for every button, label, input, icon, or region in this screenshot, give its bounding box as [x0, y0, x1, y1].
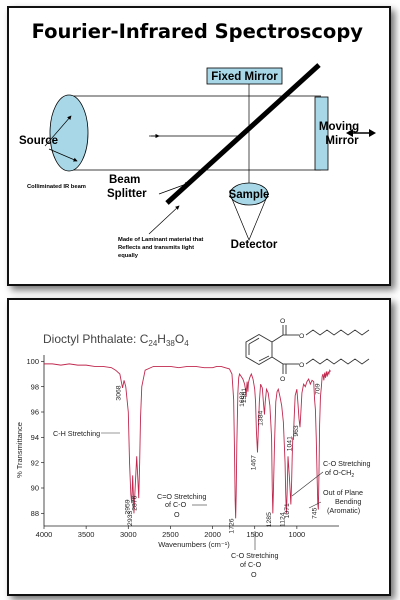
laminant-label-line3: equally — [118, 253, 139, 259]
ir-spectrum-panel: Dioctyl Phthalate: C24H38O4 O O O O 88 90… — [7, 298, 391, 596]
diagram-title: Fourier-Infrared Spectroscopy — [32, 20, 364, 43]
svg-text:O: O — [280, 376, 285, 383]
annotation-oop-line3: (Aromatic) — [327, 506, 360, 515]
detector-label: Detector — [231, 239, 278, 251]
annotation-och2-pointer — [291, 471, 324, 497]
annotation-ch-stretching: C-H Stretching — [53, 429, 100, 438]
annotation-co-line3: O — [174, 510, 180, 519]
svg-text:O: O — [299, 362, 304, 369]
x-tick-label: 3000 — [120, 530, 137, 539]
detector-cone — [229, 193, 269, 241]
y-tick-label: 92 — [31, 458, 39, 467]
double-arrow-icon — [346, 129, 376, 137]
y-tick-label: 98 — [31, 382, 39, 391]
peak-label: 2876 — [132, 495, 139, 510]
annotation-oop-pointer — [308, 501, 322, 509]
peak-label: 963 — [293, 425, 300, 437]
structure-atom-labels: O O O O — [280, 318, 304, 383]
dioctyl-phthalate-structure-icon — [245, 325, 370, 374]
moving-mirror-label-line1: Moving — [319, 121, 359, 133]
peak-label: 1581 — [241, 388, 248, 403]
annotation-oop-line2: Bending — [335, 497, 361, 506]
beam-splitter-label-line2: Splitter — [107, 188, 147, 200]
peak-label: 1384 — [258, 411, 265, 426]
peak-label: 745 — [311, 507, 318, 519]
annotation-och2-line2: of O-CH2 — [325, 468, 354, 479]
beam-splitter — [165, 63, 321, 205]
annotation-och2-line1: C-O Stretching — [323, 459, 371, 468]
x-tick-label: 1000 — [289, 530, 306, 539]
annotation-co-line2: of C-O — [165, 500, 187, 509]
peak-label: 1071 — [284, 503, 291, 518]
x-tick-label: 4000 — [36, 530, 53, 539]
fixed-mirror — [206, 67, 283, 85]
svg-text:O: O — [299, 333, 304, 340]
svg-text:O: O — [280, 318, 285, 325]
peak-label: 1602 — [239, 392, 246, 407]
ftir-diagram-panel: Fourier-Infrared Spectroscopy Fixed Mirr… — [7, 6, 391, 286]
annotation-co2-line2: of C-O — [240, 560, 262, 569]
peak-label: 2933 — [127, 511, 134, 526]
peak-label: 2959 — [125, 499, 132, 514]
peak-label: 3068 — [116, 385, 123, 400]
x-tick-label: 2000 — [204, 530, 221, 539]
sample-label: Sample — [229, 189, 270, 201]
beam-splitter-pointer — [158, 182, 190, 195]
laminant-label-line2: Reflects and transmits light — [118, 245, 194, 251]
beam-splitter-label-line1: Beam — [109, 174, 140, 186]
y-tick-label: 96 — [31, 408, 39, 417]
peak-label: 1726 — [229, 518, 236, 533]
collimated-label: Colliminated IR beam — [27, 184, 86, 190]
spectrum-title: Dioctyl Phthalate: C24H38O4 — [43, 332, 189, 348]
x-axis-label: Wavenumbers (cm⁻¹) — [158, 540, 230, 549]
peak-label: 1041 — [286, 436, 293, 451]
source-ray-up — [44, 115, 72, 147]
ftir-diagram: Fourier-Infrared Spectroscopy Fixed Mirr… — [19, 20, 376, 259]
moving-mirror-label-line2: Mirror — [325, 135, 359, 147]
laminant-pointer — [148, 205, 180, 235]
ir-spectrum-chart: Dioctyl Phthalate: C24H38O4 O O O O 88 90… — [15, 318, 371, 579]
source-lens — [49, 94, 89, 172]
y-tick-label: 90 — [31, 484, 39, 493]
y-tick-label: 88 — [31, 509, 39, 518]
y-tick-label: 94 — [31, 433, 39, 442]
x-tick-label: 2500 — [162, 530, 179, 539]
peak-label: 709 — [314, 383, 321, 395]
laminant-label-line1: Made of Laminant material that — [118, 237, 203, 243]
y-tick-label: 100 — [26, 357, 39, 366]
moving-mirror — [314, 96, 329, 171]
x-tick-label: 3500 — [78, 530, 95, 539]
y-axis-label: % Transmittance — [15, 422, 24, 478]
peak-label: 1467 — [251, 455, 258, 470]
fixed-mirror-label: Fixed Mirror — [211, 71, 278, 83]
source-label: Source — [19, 135, 58, 147]
peak-label: 1285 — [266, 512, 273, 527]
annotation-oop-line1: Out of Plane — [323, 488, 363, 497]
annotation-co2-line1: C-O Stretching — [231, 551, 279, 560]
annotation-co-line1: C=O Stretching — [157, 492, 206, 501]
spectrum-series-line — [44, 363, 331, 519]
source-ray-down — [48, 148, 78, 162]
annotation-co2-line3: O — [251, 570, 257, 579]
peak-label: 1124 — [279, 512, 286, 527]
